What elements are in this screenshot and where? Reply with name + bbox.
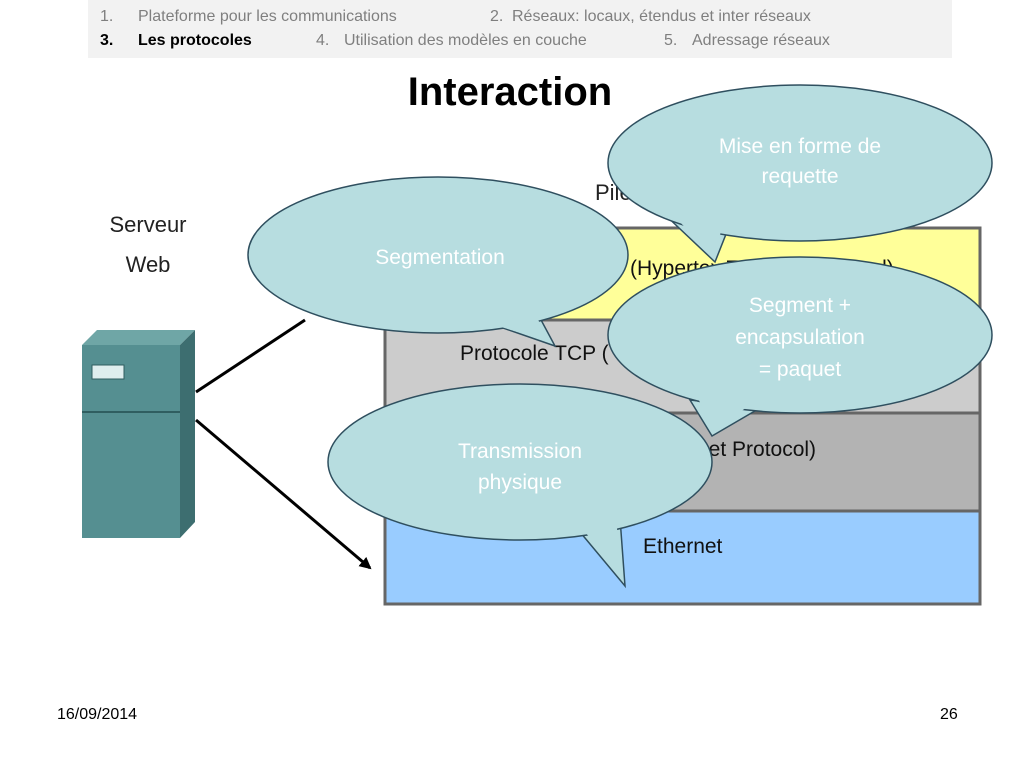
callout-mise-en-forme-line1: Mise en forme de xyxy=(719,135,881,158)
server-label-line1: Serveur xyxy=(109,212,186,237)
nav-item-1-label[interactable]: Plateforme pour les communications xyxy=(138,8,397,25)
slide-navigation: 1. Plateforme pour les communications 2.… xyxy=(88,0,952,58)
callout-transmission-line2: physique xyxy=(478,471,562,494)
nav-item-5-number: 5. xyxy=(664,32,678,49)
web-server-icon xyxy=(82,330,195,538)
nav-item-3-number: 3. xyxy=(100,32,114,49)
server-label-line2: Web xyxy=(126,252,171,277)
callout-segment-encapsulation: Segment + encapsulation = paquet xyxy=(607,256,993,438)
layer-ip-label: rnet Protocol) xyxy=(690,438,816,461)
callout-transmission-line1: Transmission xyxy=(458,440,582,463)
nav-item-5-label[interactable]: Adressage réseaux xyxy=(692,32,830,49)
layer-tcp-label: Protocole TCP ( xyxy=(460,342,609,365)
callout-mise-en-forme-line2: requette xyxy=(761,165,838,188)
callout-segment-line2: encapsulation xyxy=(735,326,865,349)
nav-item-1-number: 1. xyxy=(100,8,114,25)
callout-segment-line3: = paquet xyxy=(759,358,841,381)
nav-item-4-number: 4. xyxy=(316,32,330,49)
callout-transmission: Transmission physique xyxy=(327,383,713,589)
nav-item-2-label[interactable]: Réseaux: locaux, étendus et inter réseau… xyxy=(512,8,811,25)
footer-date: 16/09/2014 xyxy=(57,706,138,723)
nav-item-3-label[interactable]: Les protocoles xyxy=(138,32,252,49)
connection-arrow xyxy=(195,418,372,570)
callout-segmentation: Segmentation xyxy=(247,176,629,348)
slide-title: Interaction xyxy=(407,70,613,114)
callout-mise-en-forme: Mise en forme de requette xyxy=(607,84,993,264)
nav-item-2-number: 2. xyxy=(490,8,504,25)
slide-number: 26 xyxy=(940,706,958,723)
layer-ethernet-label: Ethernet xyxy=(643,535,723,558)
connection-line xyxy=(195,318,306,394)
callout-segment-line1: Segment + xyxy=(749,294,851,317)
callout-segmentation-line1: Segmentation xyxy=(375,246,505,269)
nav-item-4-label[interactable]: Utilisation des modèles en couche xyxy=(344,32,587,49)
